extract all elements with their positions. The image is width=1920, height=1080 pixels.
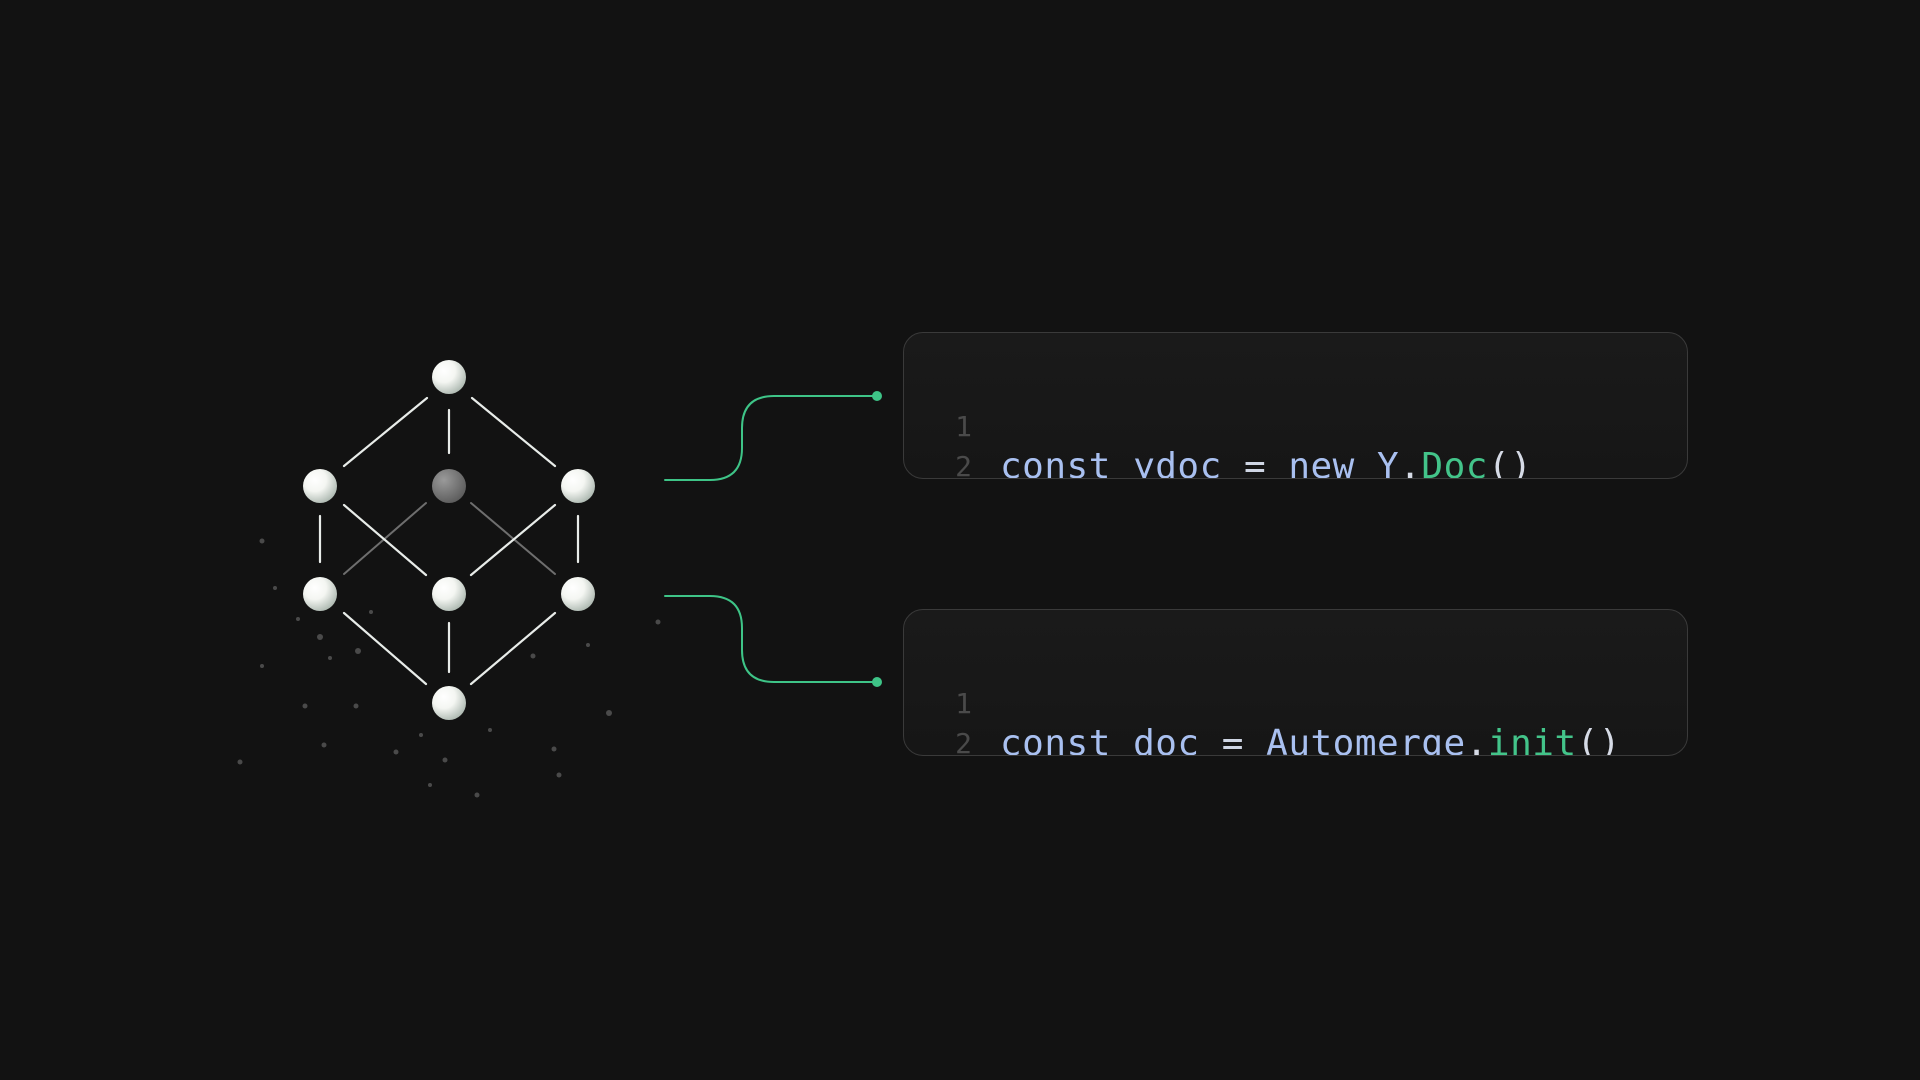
node-lower-right bbox=[561, 577, 595, 611]
token-operator: = bbox=[1221, 723, 1244, 756]
line-number: 1 bbox=[955, 687, 972, 720]
token-keyword: const bbox=[1000, 723, 1111, 756]
particle-dust bbox=[237, 538, 661, 798]
token-namespace: Automerge bbox=[1266, 723, 1466, 756]
token-space bbox=[1222, 446, 1244, 478]
token-function: Doc bbox=[1421, 446, 1488, 479]
code-line-1: 1 const doc = Automerge.init() bbox=[904, 644, 1620, 755]
code-line-3: 3 bbox=[904, 447, 962, 478]
node-upper-right bbox=[561, 469, 595, 503]
token-dot: . bbox=[1465, 723, 1488, 756]
lattice-edges bbox=[318, 396, 580, 686]
connectors bbox=[664, 395, 878, 683]
node-center-back bbox=[432, 469, 466, 503]
token-keyword-new: new bbox=[1288, 446, 1355, 479]
node-lower-left bbox=[303, 577, 337, 611]
line-number: 1 bbox=[955, 410, 972, 443]
token-dot: . bbox=[1399, 446, 1422, 479]
code-block-yjs: 1 const ydoc = new Y.Doc() 2 3 bbox=[903, 332, 1688, 479]
token-operator: = bbox=[1243, 446, 1267, 479]
node-top bbox=[432, 360, 466, 394]
token-namespace: Y bbox=[1377, 446, 1400, 479]
token-space bbox=[1111, 723, 1133, 755]
code-line-1: 1 const ydoc = new Y.Doc() bbox=[904, 367, 1532, 478]
token-space bbox=[1111, 446, 1133, 478]
code-text: const ydoc = new Y.Doc() bbox=[1000, 447, 1532, 479]
node-upper-left bbox=[303, 469, 337, 503]
token-identifier: ydoc bbox=[1133, 446, 1222, 479]
token-parens: () bbox=[1487, 446, 1533, 479]
token-space bbox=[1355, 446, 1377, 478]
node-bottom bbox=[432, 686, 466, 720]
code-line-3: 3 bbox=[904, 724, 962, 755]
node-center-front bbox=[432, 577, 466, 611]
connector-end-dot-yjs bbox=[872, 391, 882, 401]
token-space bbox=[1244, 723, 1266, 755]
connector-end-dot-automerge bbox=[872, 677, 882, 687]
token-function: init bbox=[1487, 723, 1577, 756]
lattice-nodes bbox=[303, 360, 595, 720]
connector-to-yjs bbox=[664, 395, 878, 481]
code-line-2: 2 bbox=[904, 407, 972, 478]
line-number: 2 bbox=[955, 727, 972, 756]
token-keyword: const bbox=[1000, 446, 1111, 479]
code-text: const doc = Automerge.init() bbox=[1000, 724, 1621, 756]
connector-to-automerge bbox=[664, 595, 878, 683]
lattice-back-edges bbox=[343, 502, 556, 575]
token-parens: () bbox=[1576, 723, 1621, 756]
code-block-automerge: 1 const doc = Automerge.init() 2 3 bbox=[903, 609, 1688, 756]
line-number: 2 bbox=[955, 450, 972, 479]
code-line-2: 2 bbox=[904, 684, 972, 755]
token-identifier: doc bbox=[1133, 723, 1200, 756]
token-space bbox=[1266, 446, 1288, 478]
token-space bbox=[1200, 723, 1222, 755]
